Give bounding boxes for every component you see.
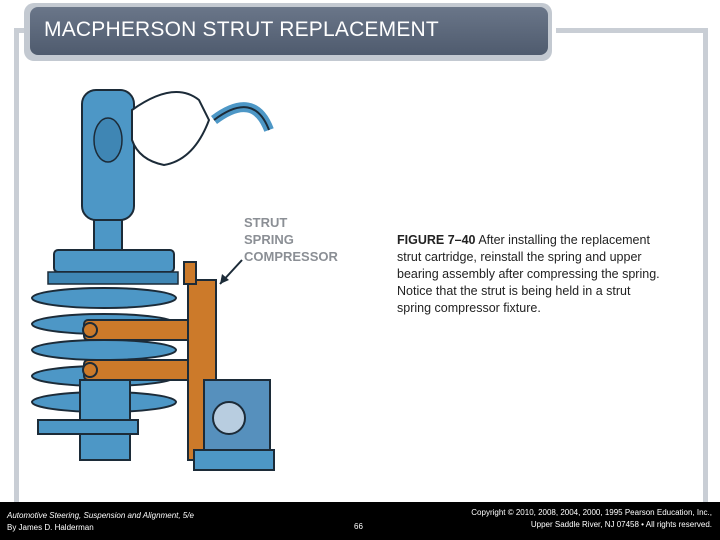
upper-mount: [53, 249, 175, 273]
compressor-arms: [83, 319, 195, 381]
frame-border: [703, 28, 708, 502]
label-arrowhead: [220, 274, 229, 284]
air-hose-outline: [213, 106, 270, 131]
page-number: 66: [354, 522, 363, 531]
footer: Automotive Steering, Suspension and Alig…: [0, 502, 720, 540]
strut-compressor-illustration: [31, 89, 275, 471]
label-line: COMPRESSOR: [244, 249, 338, 264]
frame-border: [14, 28, 19, 502]
wrench-detail: [93, 117, 123, 163]
frame-border: [556, 28, 706, 33]
compressor-screw: [183, 261, 197, 285]
figure-number: FIGURE 7–40: [397, 233, 476, 247]
lower-spring-seat: [37, 419, 139, 435]
arm-hook: [82, 362, 98, 378]
vise-clamp: [212, 401, 246, 435]
author: By James D. Halderman: [7, 523, 94, 532]
book-title: Automotive Steering, Suspension and Alig…: [7, 511, 194, 520]
socket: [93, 219, 123, 251]
air-hose: [211, 102, 274, 132]
spring-seat: [47, 271, 179, 285]
label-line: STRUT: [244, 215, 288, 230]
title-bar-inner: [30, 7, 548, 55]
label-line: SPRING: [244, 232, 294, 247]
arm-hook: [82, 322, 98, 338]
caption-text: After installing the replacement strut c…: [397, 233, 660, 315]
footer-book-info: Automotive Steering, Suspension and Alig…: [7, 510, 194, 534]
copyright: Copyright © 2010, 2008, 2004, 2000, 1995…: [471, 507, 712, 531]
hand: [131, 91, 211, 167]
slide-title: MACPHERSON STRUT REPLACEMENT: [44, 18, 439, 41]
figure-caption: FIGURE 7–40 After installing the replace…: [397, 232, 667, 317]
copyright-line: Copyright © 2010, 2008, 2004, 2000, 1995…: [471, 508, 712, 517]
copyright-line: Upper Saddle River, NJ 07458 • All right…: [530, 520, 712, 529]
vise-base: [193, 449, 275, 471]
compressor-label: STRUT SPRING COMPRESSOR: [244, 214, 338, 265]
